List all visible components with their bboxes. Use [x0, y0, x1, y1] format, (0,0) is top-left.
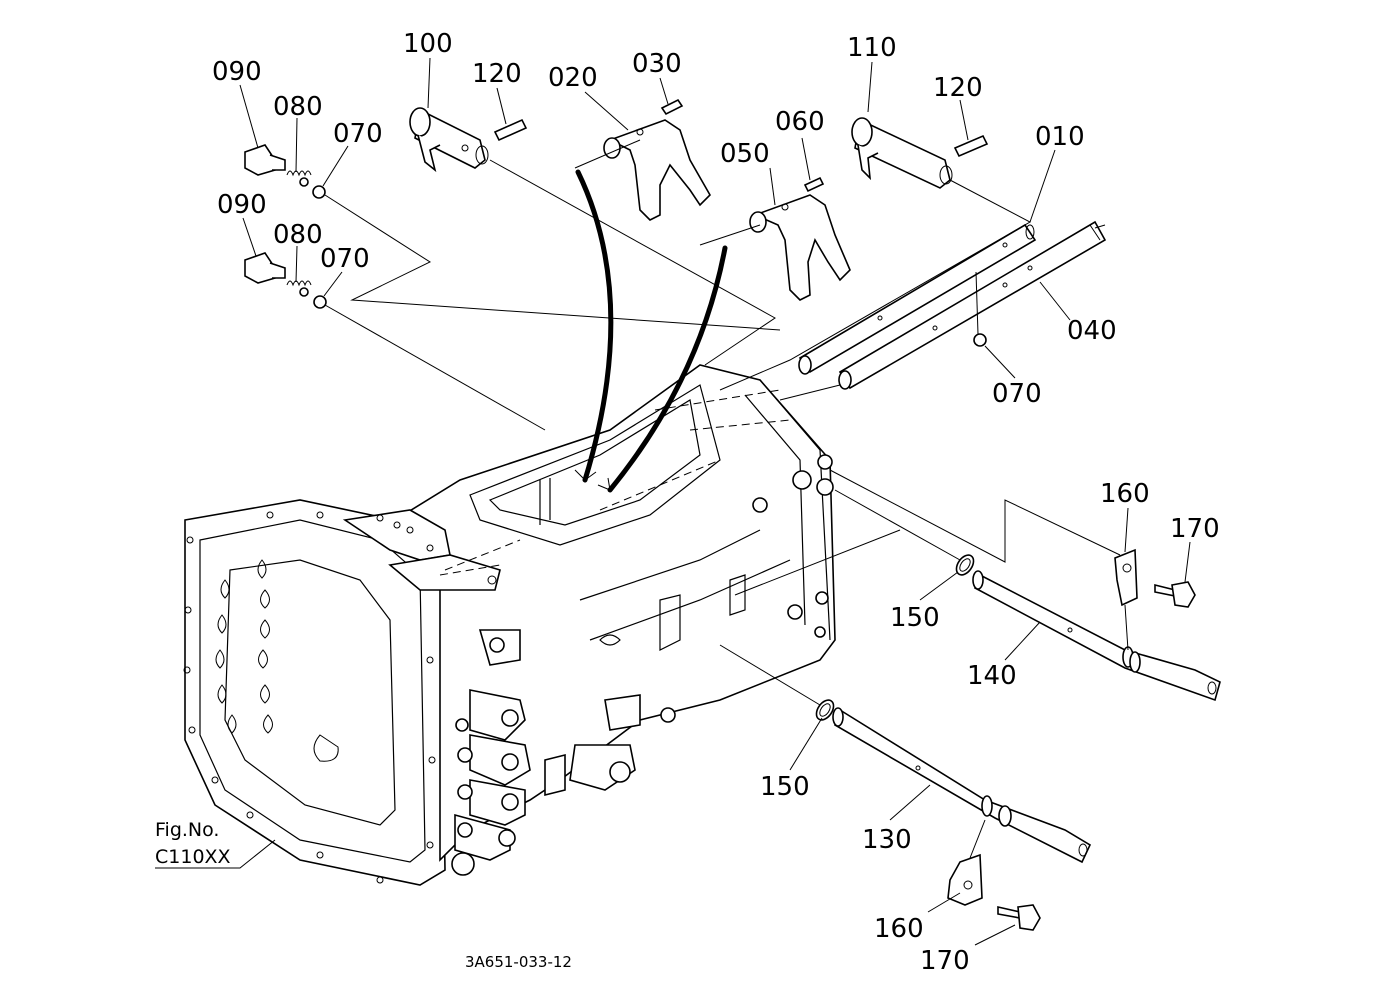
label-110: 110 — [847, 33, 897, 63]
part-070-ball-a — [312, 185, 326, 199]
label-010: 010 — [1035, 122, 1085, 152]
part-070-ball-b — [313, 295, 327, 309]
label-060: 060 — [775, 107, 825, 137]
part-100-shaft — [409, 107, 489, 173]
part-080-spring-a — [286, 170, 312, 187]
flange-bolt-holes — [183, 511, 436, 884]
part-090-plug-a — [244, 144, 286, 176]
label-070-b: 070 — [320, 244, 370, 274]
part-130-shift-shaft — [832, 707, 1092, 864]
label-150-a: 150 — [890, 603, 940, 633]
part-070-ball-c — [973, 333, 987, 347]
part-150-oring-a — [955, 554, 975, 576]
label-170-b: 170 — [920, 946, 970, 976]
leader-lines — [155, 57, 1191, 946]
label-140: 140 — [967, 661, 1017, 691]
label-120-b: 120 — [933, 73, 983, 103]
part-060-pin — [803, 176, 825, 193]
label-050: 050 — [720, 139, 770, 169]
part-labels: 090 080 070 090 080 070 100 120 020 030 … — [212, 29, 1220, 976]
assembly-arrow-1 — [575, 169, 614, 483]
web-cutouts — [215, 559, 339, 762]
part-150-oring-b — [815, 699, 835, 721]
part-140-shift-shaft — [972, 570, 1221, 702]
drawing-code: 3A651-033-12 — [465, 953, 572, 971]
part-020-shift-fork — [603, 119, 711, 221]
part-050-shift-fork — [749, 194, 851, 301]
part-120-pin-b — [953, 134, 989, 158]
label-120-a: 120 — [472, 59, 522, 89]
part-120-pin-a — [493, 118, 528, 142]
label-080-a: 080 — [273, 92, 323, 122]
assembly-lines — [324, 139, 1129, 859]
fig-number-label: Fig.No. — [155, 819, 219, 841]
part-090-plug-b — [244, 252, 286, 284]
assembly-arrow-2 — [607, 245, 728, 493]
label-150-b: 150 — [760, 772, 810, 802]
label-040: 040 — [1067, 316, 1117, 346]
label-070-a: 070 — [333, 119, 383, 149]
label-070-c: 070 — [992, 379, 1042, 409]
label-160-b: 160 — [874, 914, 924, 944]
case-ports — [451, 629, 676, 876]
part-160-plate-b — [947, 853, 983, 906]
label-020: 020 — [548, 63, 598, 93]
part-040-shift-rod — [838, 220, 1107, 390]
transmission-case — [183, 364, 836, 886]
label-160-a: 160 — [1100, 479, 1150, 509]
fig-number-value: C110XX — [155, 846, 231, 868]
label-030: 030 — [632, 49, 682, 79]
part-010-shift-rod — [798, 223, 1037, 375]
part-170-bolt-a — [1154, 581, 1196, 608]
label-090-b: 090 — [217, 190, 267, 220]
part-030-pin — [660, 98, 684, 116]
label-100: 100 — [403, 29, 453, 59]
label-080-b: 080 — [273, 220, 323, 250]
label-090-a: 090 — [212, 57, 262, 87]
label-130: 130 — [862, 825, 912, 855]
part-110-shaft — [851, 117, 953, 189]
part-080-spring-b — [286, 280, 312, 297]
label-170-a: 170 — [1170, 514, 1220, 544]
part-160-plate-a — [1114, 548, 1138, 607]
part-170-bolt-b — [997, 904, 1041, 931]
